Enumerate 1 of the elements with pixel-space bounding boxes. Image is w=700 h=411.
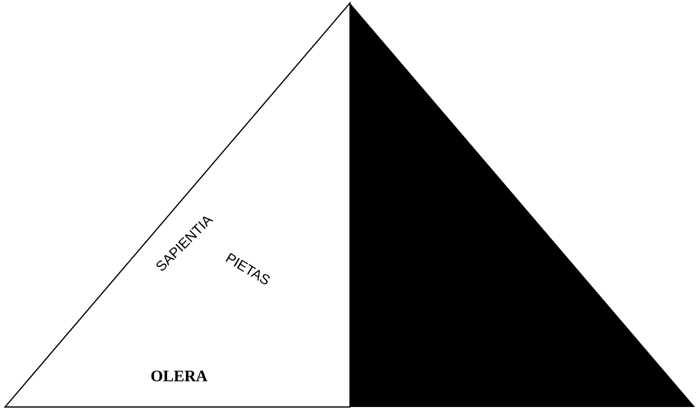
pyramid-label: OLERA bbox=[151, 370, 208, 382]
